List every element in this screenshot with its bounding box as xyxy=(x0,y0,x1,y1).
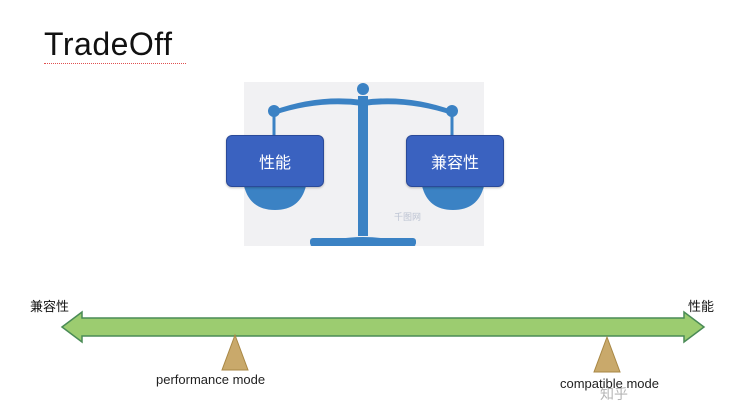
double-arrow xyxy=(60,310,706,344)
page-title: TradeOff xyxy=(44,26,173,62)
scale-post xyxy=(358,96,368,236)
left-pan-box: 性能 xyxy=(226,135,324,187)
performance-mode-label: performance mode xyxy=(156,372,266,387)
zhihu-watermark: 知乎 xyxy=(600,386,628,402)
scale-beam xyxy=(274,98,452,115)
compatible-mode-label: compatible mode xyxy=(560,376,659,391)
balance-scale-illustration: 千图网 性能 兼容性 xyxy=(226,82,504,246)
compatible-fulcrum xyxy=(593,335,621,373)
spellcheck-underline xyxy=(44,63,186,64)
right-pan xyxy=(422,186,484,210)
scale-watermark: 千图网 xyxy=(394,212,422,222)
left-pan xyxy=(244,186,306,210)
axis-right-label: 性能 xyxy=(688,299,715,314)
right-pan-box: 兼容性 xyxy=(406,135,504,187)
axis-left-label: 兼容性 xyxy=(30,299,70,314)
right-beam-knob xyxy=(446,105,458,117)
scale-top-knob xyxy=(357,83,369,95)
performance-fulcrum xyxy=(221,333,249,371)
left-beam-knob xyxy=(268,105,280,117)
